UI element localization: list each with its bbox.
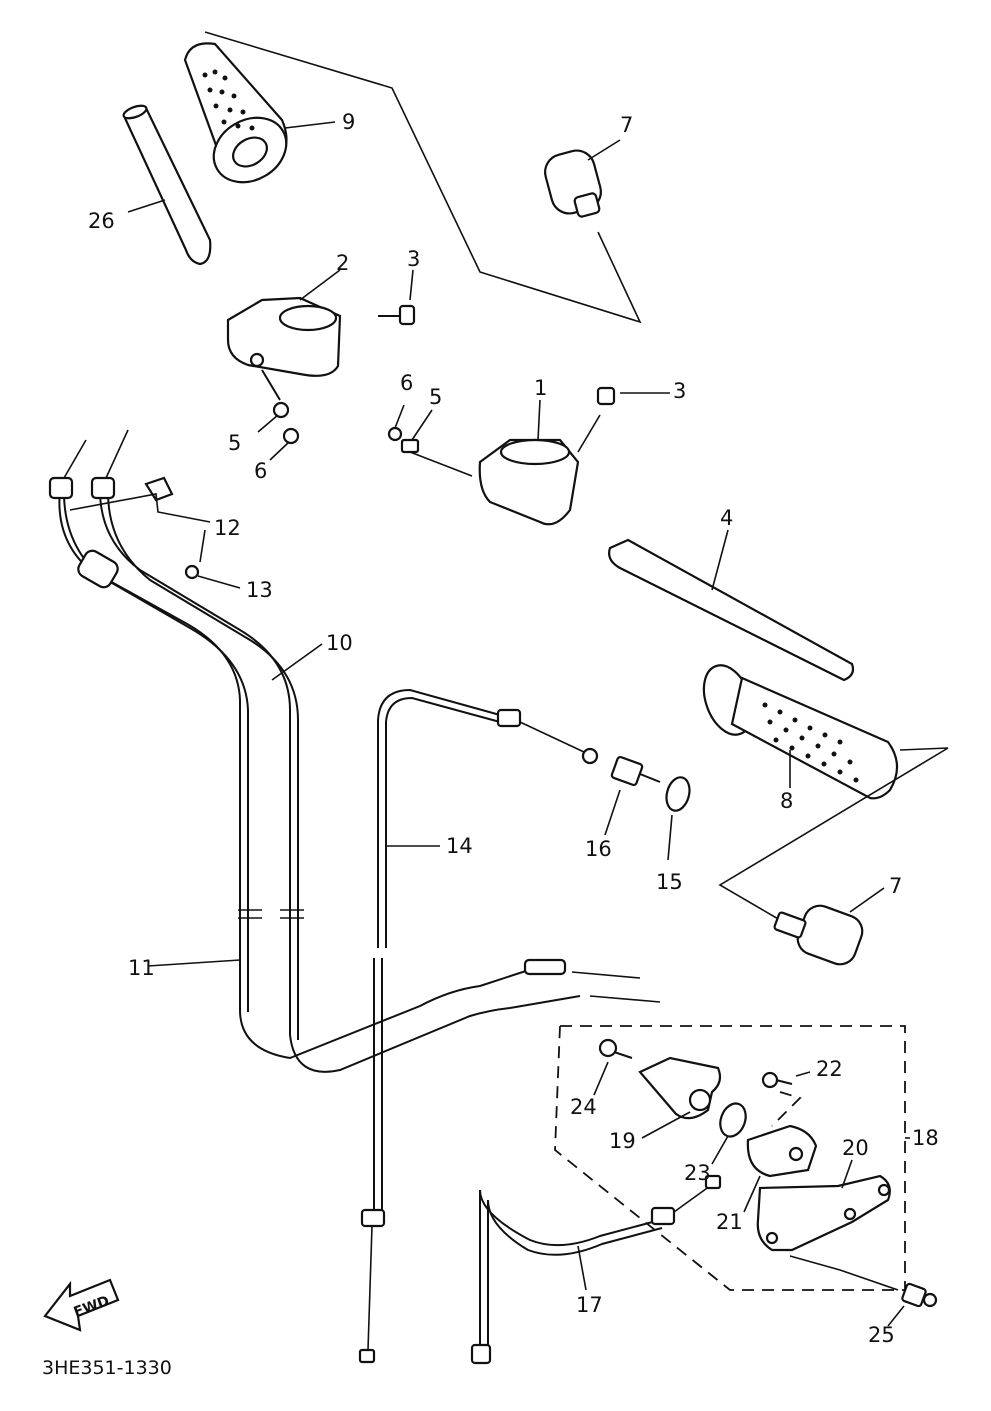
- callout-2: 2: [336, 251, 349, 275]
- callout-14: 14: [446, 834, 473, 858]
- part-7-bar-end-top: [544, 139, 621, 218]
- part-25-bolt: [789, 1255, 938, 1327]
- part-24-screw: [593, 1038, 633, 1096]
- callout-8: 8: [780, 789, 793, 813]
- callout-25: 25: [868, 1323, 895, 1347]
- callout-5-left: 5: [228, 431, 241, 455]
- callout-labels: 1 2 3 3 4 5 5 6 6 7 7 8 9 10 11 12 13 14…: [88, 110, 939, 1347]
- part-7-bar-end-bottom: [773, 887, 885, 966]
- callout-3-right: 3: [673, 379, 686, 403]
- callout-6-mid: 6: [400, 371, 413, 395]
- callout-15: 15: [656, 870, 683, 894]
- part-19-lever: [638, 1056, 722, 1139]
- callout-12: 12: [214, 516, 241, 540]
- callout-9: 9: [342, 110, 355, 134]
- callout-20: 20: [842, 1136, 869, 1160]
- callout-1: 1: [534, 376, 547, 400]
- callout-13: 13: [246, 578, 273, 602]
- part-23-washer: [711, 1102, 747, 1165]
- part-4-handlebar: [608, 529, 855, 682]
- part-21-cam: [743, 1124, 818, 1213]
- part-10-11-throttle-cables: [48, 429, 661, 1073]
- callout-24: 24: [570, 1095, 597, 1119]
- callout-26: 26: [88, 209, 115, 233]
- callout-22: 22: [816, 1057, 843, 1081]
- part-14-cable: [358, 688, 599, 1364]
- callout-6-left: 6: [254, 459, 267, 483]
- callout-21: 21: [716, 1210, 743, 1234]
- callout-18: 18: [912, 1126, 939, 1150]
- part-15-locknut: [665, 776, 691, 861]
- bracket-lines-top: [204, 31, 642, 324]
- callout-11: 11: [128, 956, 155, 980]
- callout-16: 16: [585, 837, 612, 861]
- callout-3-top: 3: [407, 247, 420, 271]
- callout-17: 17: [576, 1293, 603, 1317]
- part-2-throttle-housing: [226, 269, 416, 461]
- group-18-outline: [554, 1025, 910, 1291]
- callout-4: 4: [720, 506, 733, 530]
- part-8-left-grip: [702, 664, 949, 921]
- part-1-switch-housing: [387, 386, 670, 526]
- part-12-cable-holder: [69, 476, 211, 563]
- callout-19: 19: [609, 1129, 636, 1153]
- part-13-screw: [184, 564, 241, 589]
- fwd-arrow-icon: FWD: [43, 1278, 120, 1332]
- callout-10: 10: [326, 631, 353, 655]
- part-9-throttle-grip: [183, 42, 336, 184]
- part-16-cable-adjuster: [604, 755, 661, 836]
- callout-7-bottom: 7: [889, 874, 902, 898]
- part-17-cable: [470, 1174, 722, 1365]
- part-26-throttle-tube: [122, 104, 212, 266]
- part-20-bracket: [756, 1159, 891, 1252]
- part-22-screw: [761, 1071, 811, 1127]
- callout-23: 23: [684, 1161, 711, 1185]
- callout-5-mid: 5: [429, 385, 442, 409]
- callout-7-top: 7: [620, 113, 633, 137]
- diagram-code: 3HE351-1330: [42, 1357, 172, 1379]
